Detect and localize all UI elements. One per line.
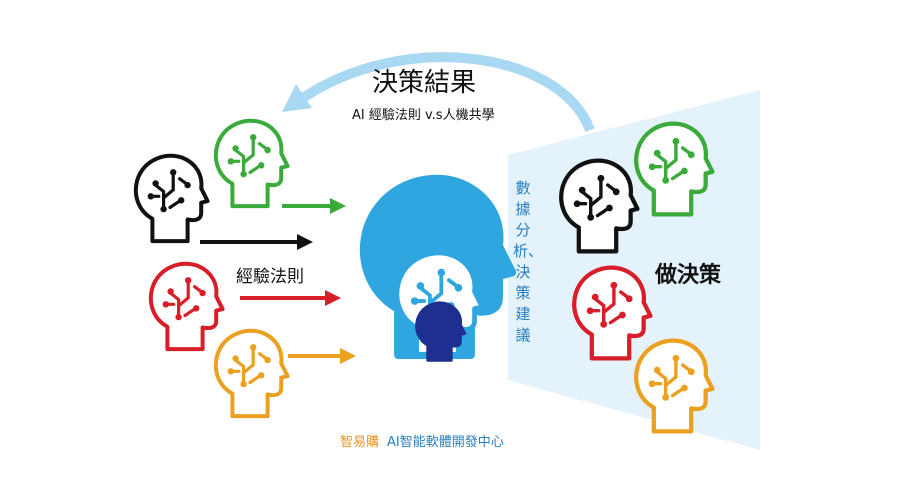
subtitle: AI 經驗法則 v.s人機共學 — [352, 108, 495, 123]
ai-head-group — [364, 179, 512, 362]
decide-label: 做決策 — [655, 263, 722, 288]
head-orange-icon — [216, 331, 288, 416]
feedback-arrowhead — [282, 84, 312, 112]
center-name: AI智能軟體開發中心 — [387, 435, 504, 450]
head-green-icon — [216, 121, 288, 206]
arrows — [200, 198, 356, 364]
vertical-label: 數據分析、決策建議 — [513, 179, 544, 344]
feedback-arc-arrow — [297, 52, 595, 132]
rule-label: 經驗法則 — [236, 267, 304, 287]
title: 決策結果 — [372, 68, 477, 98]
footer: 智易購 AI智能軟體開發中心 — [340, 431, 504, 450]
analysis-panel — [508, 90, 760, 450]
head-red-icon — [151, 264, 223, 349]
brand-name: 智易購 — [340, 435, 380, 450]
head-black-icon — [136, 156, 208, 241]
